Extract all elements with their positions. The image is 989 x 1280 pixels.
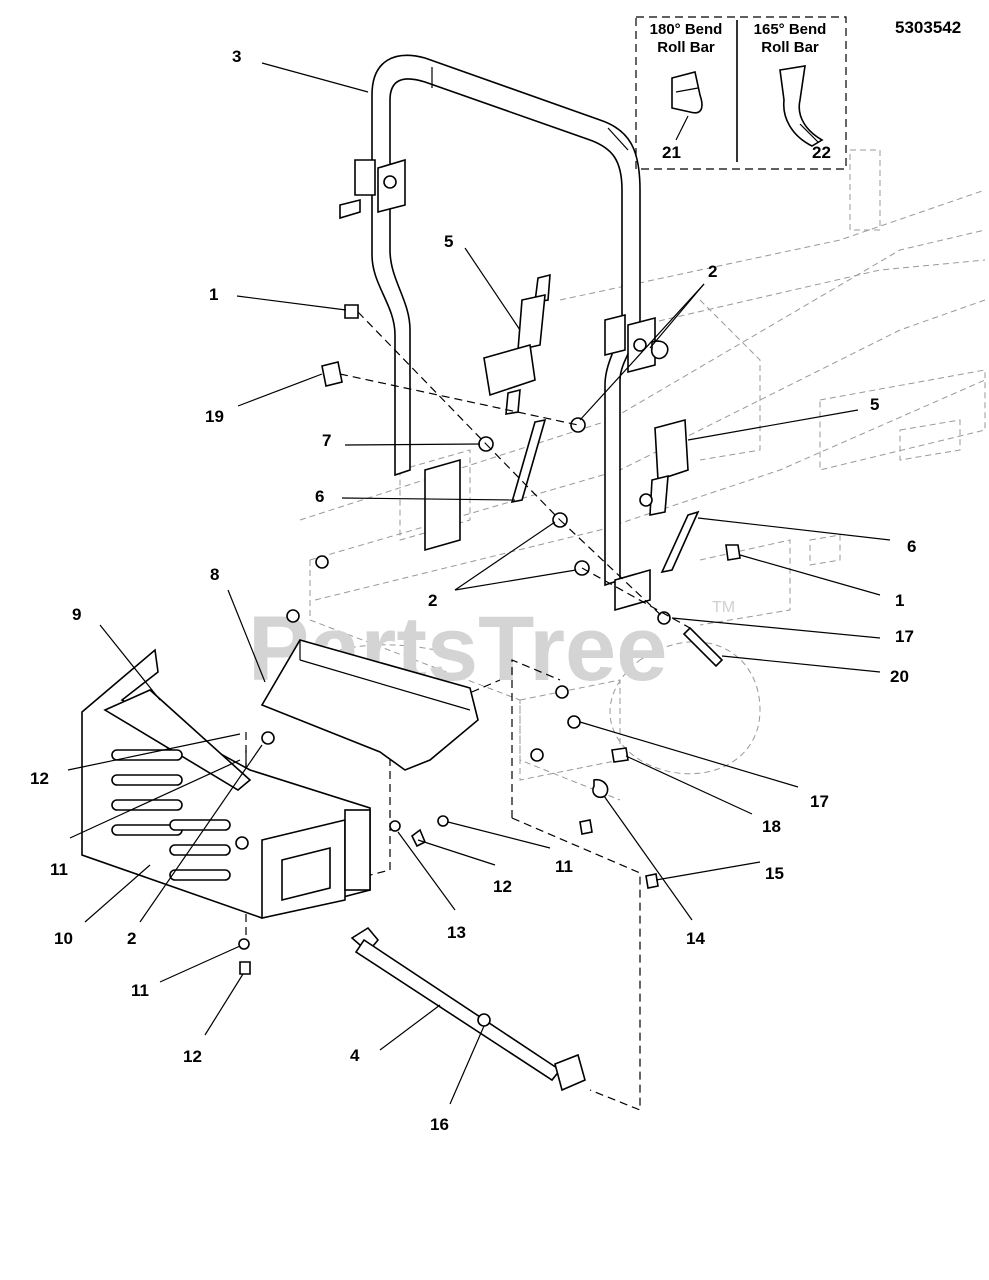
callout-10: 10: [54, 929, 73, 948]
callout-9: 9: [72, 605, 81, 624]
callout-11-left: 11: [50, 860, 68, 879]
roll-bar-latch-left: [339, 158, 406, 220]
roll-bar-latch-right: [604, 313, 669, 374]
callout-20: 20: [890, 667, 909, 686]
callout-8: 8: [210, 565, 219, 584]
callout-11-bottom: 11: [131, 981, 149, 1000]
rear-shield: [81, 639, 479, 919]
callout-2-middle: 2: [428, 591, 437, 610]
bracket-6-left: [510, 418, 547, 504]
pivot-shaft: [238, 926, 586, 1092]
seat-belt-right: [649, 418, 689, 516]
diagram-code: 5303542: [895, 18, 961, 37]
callout-21: 21: [662, 143, 681, 162]
inset-right-title-1: 165° Bend: [754, 21, 827, 38]
seat-belt-left: [483, 273, 551, 415]
callout-3: 3: [232, 47, 241, 66]
bracket-6-right: [660, 510, 700, 574]
shield-slots: [111, 749, 231, 881]
leader-lines: [67, 62, 891, 1105]
mower-frame-outline: [299, 149, 986, 801]
callout-6-right: 6: [907, 537, 916, 556]
callout-1-right: 1: [895, 591, 904, 610]
callout-6-left: 6: [315, 487, 324, 506]
callout-4: 4: [350, 1046, 360, 1065]
callout-7: 7: [322, 431, 331, 450]
watermark-tm: TM: [712, 599, 735, 616]
callout-19: 19: [205, 407, 224, 426]
callout-2-top: 2: [708, 262, 717, 281]
clip-180-bend: [671, 71, 703, 114]
callout-18: 18: [762, 817, 781, 836]
callout-17-bottom: 17: [810, 792, 829, 811]
inset-left-title-2: Roll Bar: [657, 39, 715, 56]
callout-12-bottom: 12: [183, 1047, 202, 1066]
inset-box: 180° Bend Roll Bar 165° Bend Roll Bar 21…: [635, 16, 847, 170]
callout-11-middle: 11: [555, 857, 573, 876]
callout-22: 22: [812, 143, 831, 162]
callout-14: 14: [686, 929, 705, 948]
callouts: 3 5 2 1 19 5 7 6 6 1 2 8 9 17 20 12 11 1…: [30, 47, 916, 1134]
inset-right-title-2: Roll Bar: [761, 39, 819, 56]
callout-1-left: 1: [209, 285, 218, 304]
callout-5-left: 5: [444, 232, 453, 251]
callout-17-top: 17: [895, 627, 914, 646]
callout-5-right: 5: [870, 395, 879, 414]
callout-15: 15: [765, 864, 784, 883]
clip-165-bend: [779, 65, 824, 147]
callout-2-bottom: 2: [127, 929, 136, 948]
inset-left-title-1: 180° Bend: [650, 21, 723, 38]
callout-13: 13: [447, 923, 466, 942]
callout-16: 16: [430, 1115, 449, 1134]
callout-12-top: 12: [30, 769, 49, 788]
roll-bar: [371, 54, 651, 612]
callout-12-middle: 12: [493, 877, 512, 896]
